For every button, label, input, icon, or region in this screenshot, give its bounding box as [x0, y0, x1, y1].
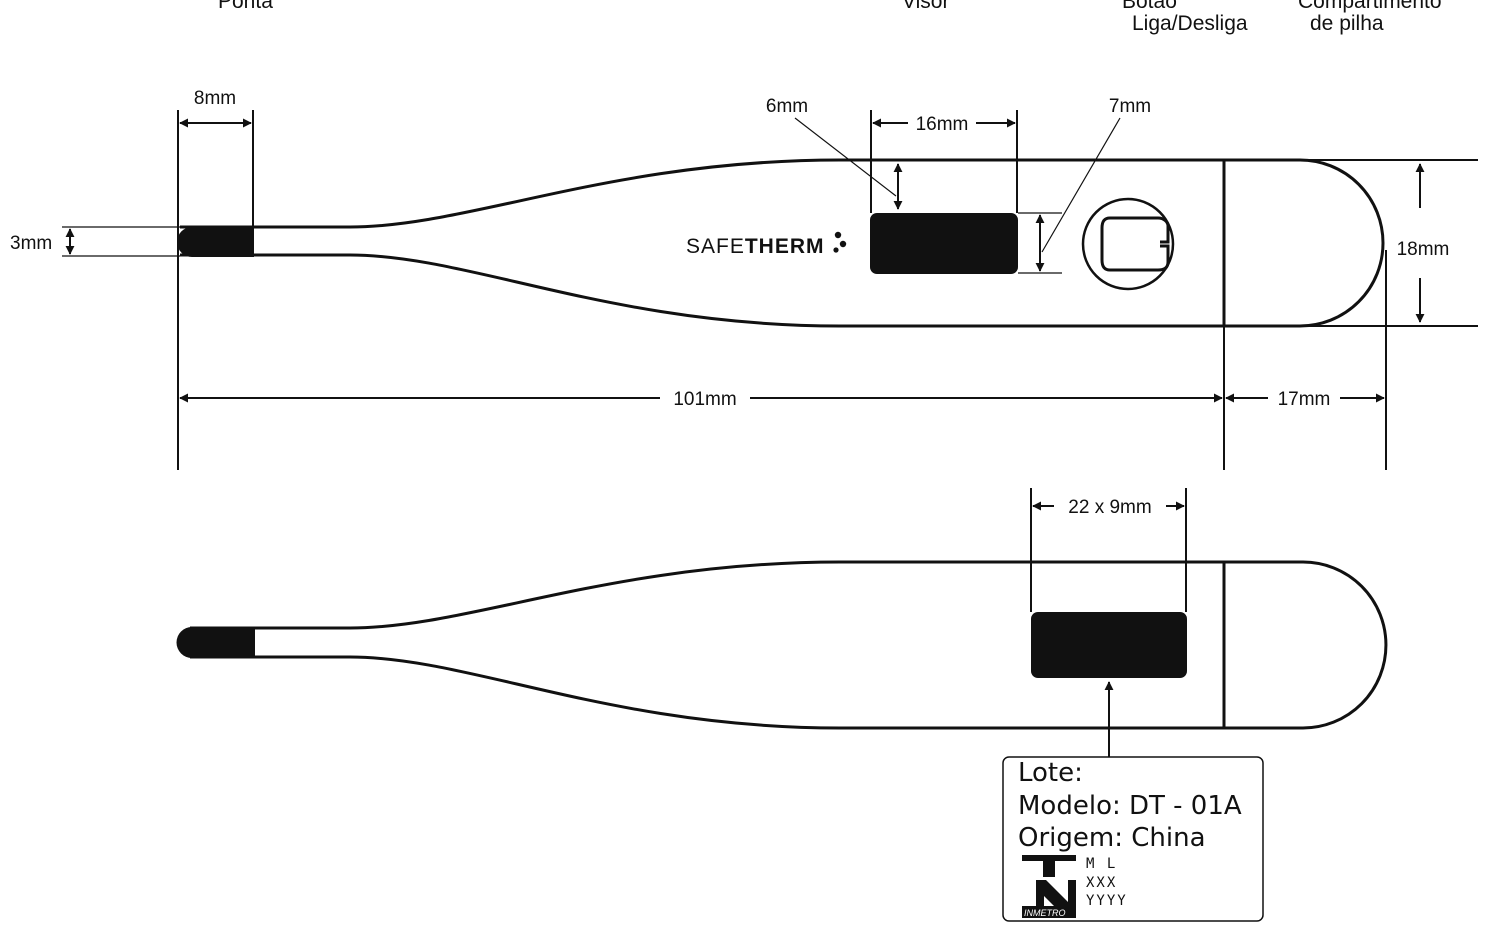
compartimento-callout-line2: de pilha — [1310, 12, 1384, 35]
bottom-view — [176, 560, 1388, 730]
logo-therm: THERM — [745, 235, 825, 258]
modelo-text: Modelo: DT - 01A — [1018, 791, 1242, 821]
tip-diameter-label: 3mm — [10, 233, 52, 254]
inmetro-logo: INMETRO — [1022, 855, 1076, 918]
botao-callout-line1: Botão — [1122, 0, 1177, 13]
logo-dot — [839, 240, 847, 248]
tip-length-label: 8mm — [194, 88, 236, 109]
body-height-label: 18mm — [1397, 239, 1450, 260]
logo-dot — [834, 231, 842, 239]
label-size-label: 22 x 9mm — [1068, 497, 1151, 518]
origem-text: Origem: China — [1018, 823, 1206, 853]
dim-display-offset: 6mm — [766, 96, 903, 210]
label-info-box: Lote: Modelo: DT - 01A Origem: China INM… — [1002, 756, 1264, 922]
visor-callout: Visor — [902, 0, 949, 13]
dim-body-height: 18mm — [1300, 159, 1478, 327]
display-width-label: 16mm — [916, 114, 969, 135]
svg-text:SAFETHERM: SAFETHERM — [686, 235, 825, 258]
display-height-label: 7mm — [1109, 96, 1151, 117]
lcd-display — [870, 213, 1018, 274]
inmetro-xxx-text: XXX — [1086, 875, 1117, 891]
display-offset-label: 6mm — [766, 96, 808, 117]
power-button[interactable] — [1081, 197, 1175, 291]
lote-text: Lote: — [1018, 758, 1083, 788]
header-callouts: Ponta Visor Botão Liga/Desliga Compartim… — [218, 0, 1442, 35]
logo-dot — [833, 247, 839, 253]
top-view-body-outline — [180, 158, 1385, 328]
dim-cap-length: 17mm — [1225, 389, 1385, 410]
power-button-glyph — [1100, 216, 1170, 272]
leader-line — [1041, 117, 1121, 253]
dim-display-height: 7mm — [1018, 96, 1151, 274]
inmetro-text: INMETRO — [1024, 908, 1066, 918]
power-button-ring[interactable] — [1081, 197, 1175, 291]
top-view-metal-tip — [177, 227, 254, 257]
dim-total-length: 101mm — [179, 250, 1387, 470]
safetherm-logo: SAFETHERM — [686, 231, 847, 258]
total-length-label: 101mm — [673, 389, 736, 410]
logo-safe: SAFE — [686, 235, 745, 258]
inmetro-yyyy-text: YYYY — [1086, 893, 1128, 909]
ponta-callout: Ponta — [218, 0, 273, 13]
dim-tip-diameter: 3mm — [10, 226, 180, 257]
bottom-view-metal-tip — [176, 627, 255, 658]
botao-callout-line2: Liga/Desliga — [1132, 12, 1248, 35]
inmetro-ml-text: M L — [1086, 856, 1117, 872]
compartimento-callout-line1: Compartimento — [1298, 0, 1442, 13]
top-view: SAFETHERM — [177, 158, 1385, 328]
leader-line — [794, 117, 897, 197]
dim-display-width: 16mm — [870, 110, 1018, 213]
dim-label-size: 22 x 9mm — [1030, 488, 1187, 612]
dim-tip-length: 8mm — [177, 88, 254, 470]
label-area — [1031, 612, 1187, 678]
cap-length-label: 17mm — [1278, 389, 1331, 410]
bottom-view-body-outline — [190, 560, 1388, 730]
